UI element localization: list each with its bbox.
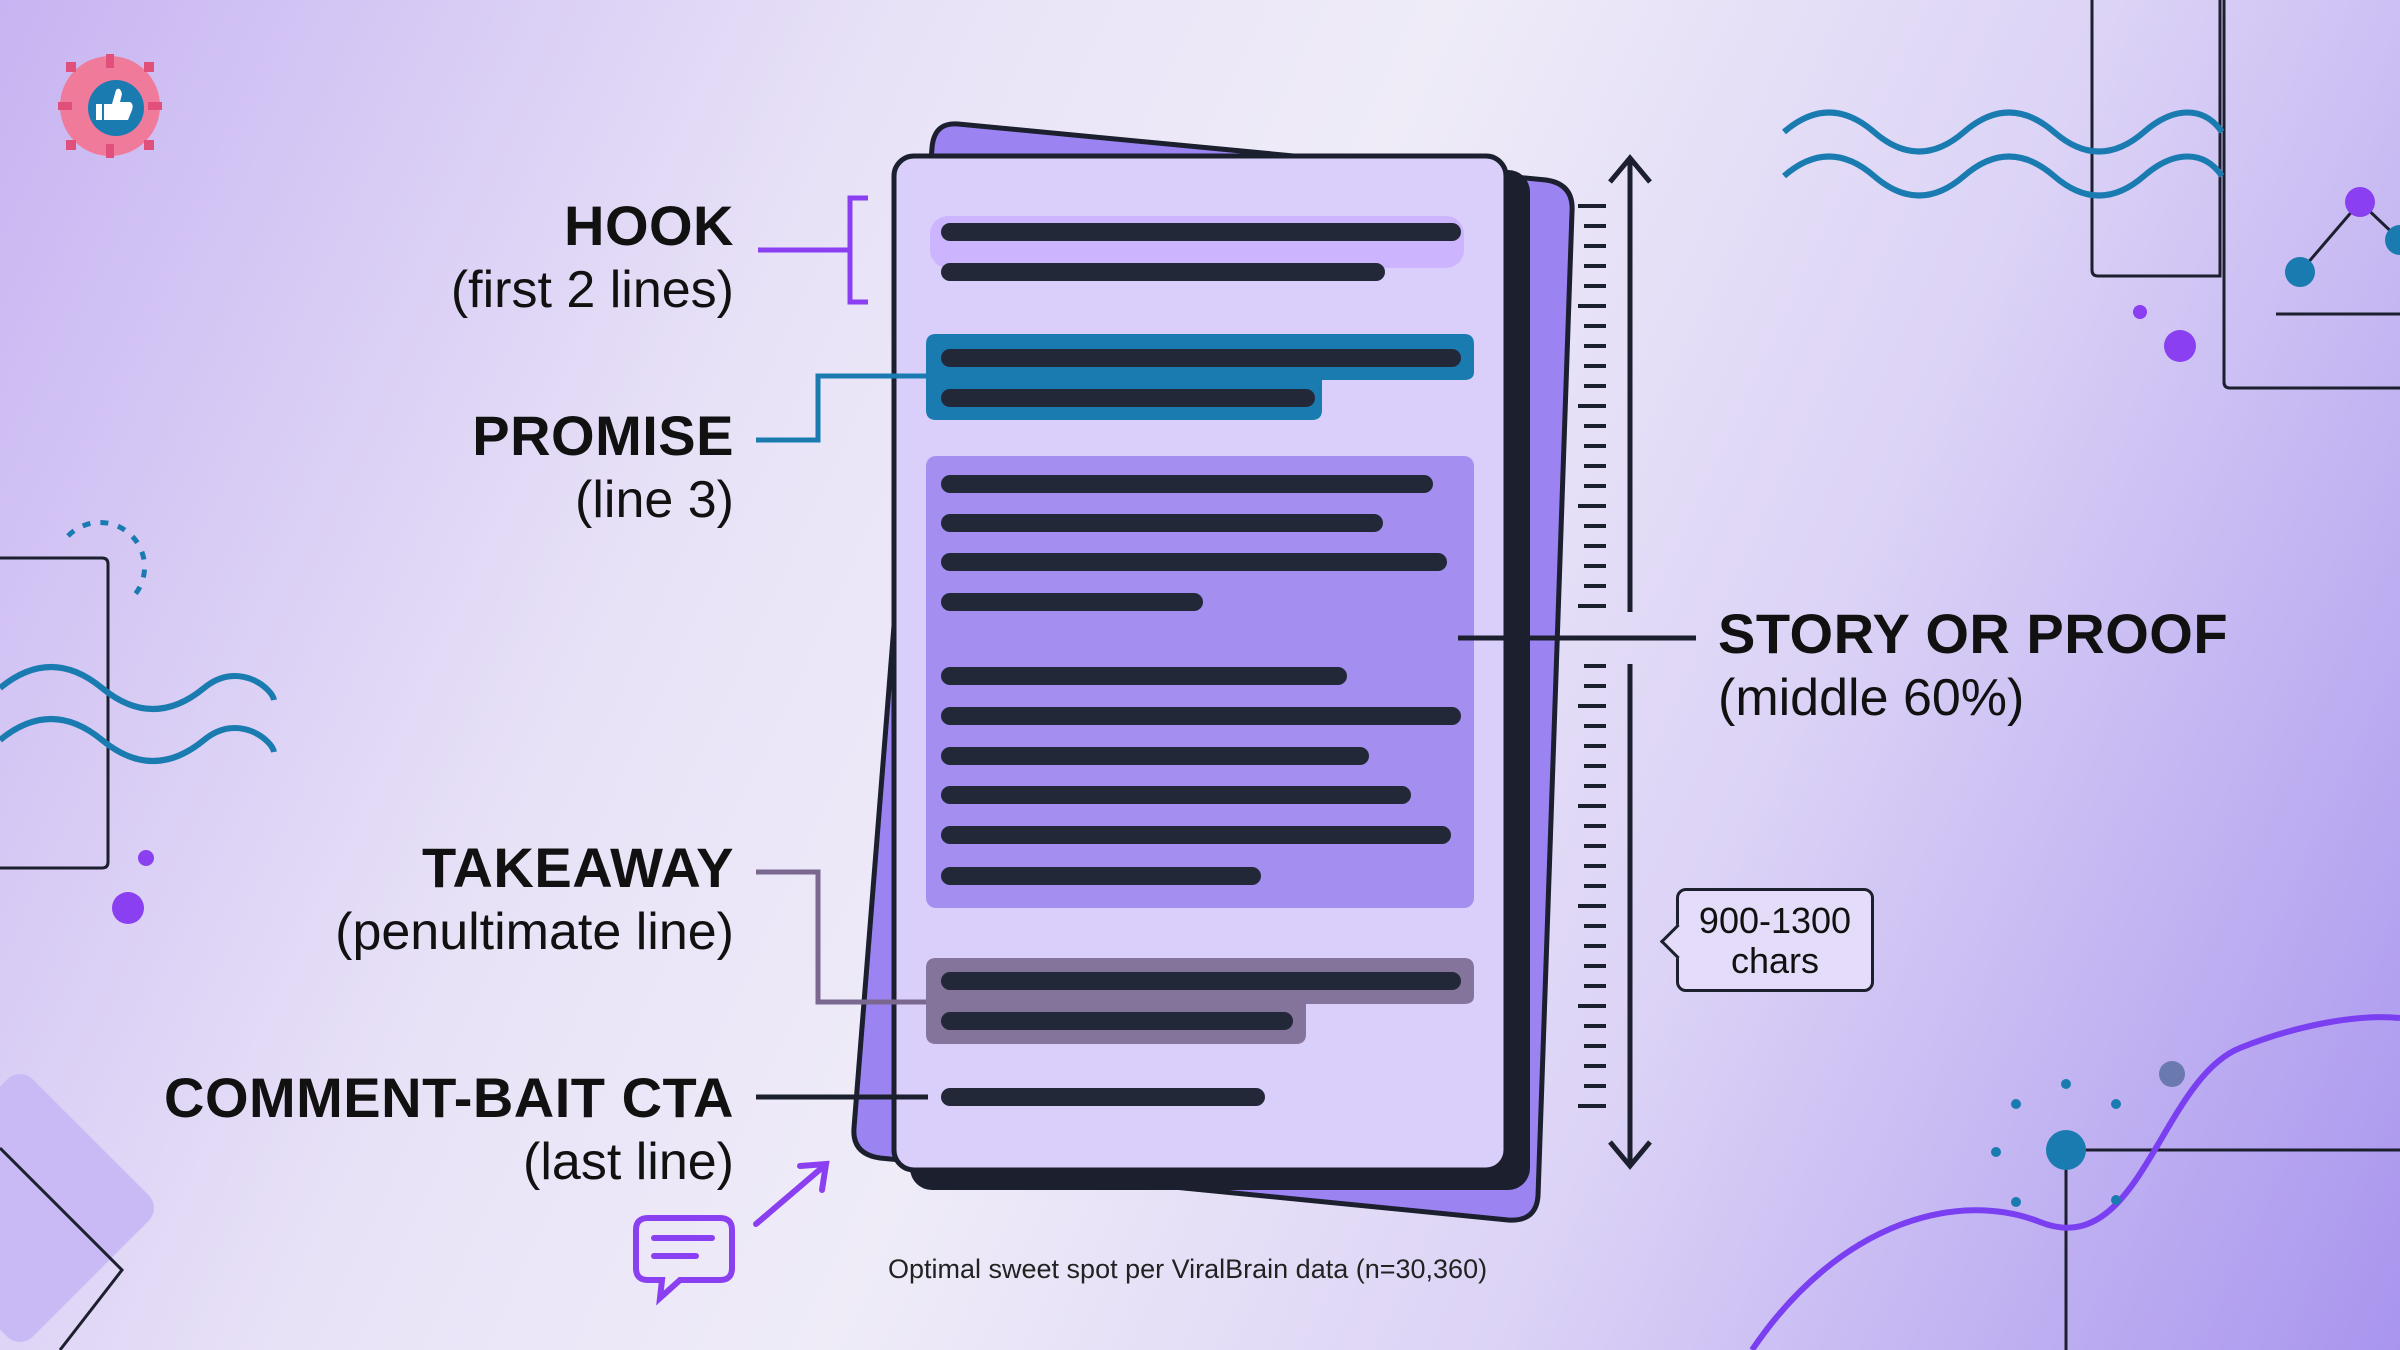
- takeaway-lines: [926, 958, 1474, 1044]
- takeaway-label: TAKEAWAY (penultimate line): [335, 836, 734, 961]
- wave-decor: [0, 664, 277, 712]
- promise-label: PROMISE (line 3): [472, 404, 734, 529]
- arrow-icon: [753, 1160, 830, 1227]
- story-block: [926, 456, 1474, 908]
- post-document: [851, 121, 1575, 1223]
- story-subtitle: (middle 60%): [1718, 669, 2025, 727]
- thumbs-up-icon: [58, 54, 162, 158]
- promise-title: PROMISE: [472, 404, 734, 467]
- top-right-decor: [1782, 0, 2400, 390]
- hook-subtitle: (first 2 lines): [450, 261, 734, 319]
- promise-subtitle: (line 3): [575, 471, 734, 529]
- length-callout: 900-1300 chars: [1676, 888, 1874, 992]
- story-label: STORY OR PROOF (middle 60%): [1718, 602, 2229, 727]
- cta-title: COMMENT-BAIT CTA: [164, 1066, 734, 1129]
- hook-title: HOOK: [564, 194, 734, 257]
- hook-lines: [930, 216, 1464, 281]
- cta-label: COMMENT-BAIT CTA (last line): [164, 1066, 734, 1191]
- length-unit: chars: [1730, 940, 1820, 981]
- story-title: STORY OR PROOF: [1718, 602, 2229, 665]
- comment-icon: [633, 1215, 735, 1306]
- length-range: 900-1300: [1698, 900, 1852, 941]
- bottom-right-decor: [1749, 1014, 2400, 1350]
- connectors: [756, 195, 1696, 1100]
- left-decor: [0, 519, 277, 1350]
- cta-subtitle: (last line): [523, 1133, 734, 1191]
- takeaway-subtitle: (penultimate line): [335, 903, 734, 961]
- promise-lines: [926, 334, 1474, 420]
- source-footnote: Optimal sweet spot per ViralBrain data (…: [888, 1254, 1488, 1284]
- hook-label: HOOK (first 2 lines): [450, 194, 734, 319]
- takeaway-title: TAKEAWAY: [421, 836, 734, 899]
- ruler-icon: [1578, 154, 1652, 1170]
